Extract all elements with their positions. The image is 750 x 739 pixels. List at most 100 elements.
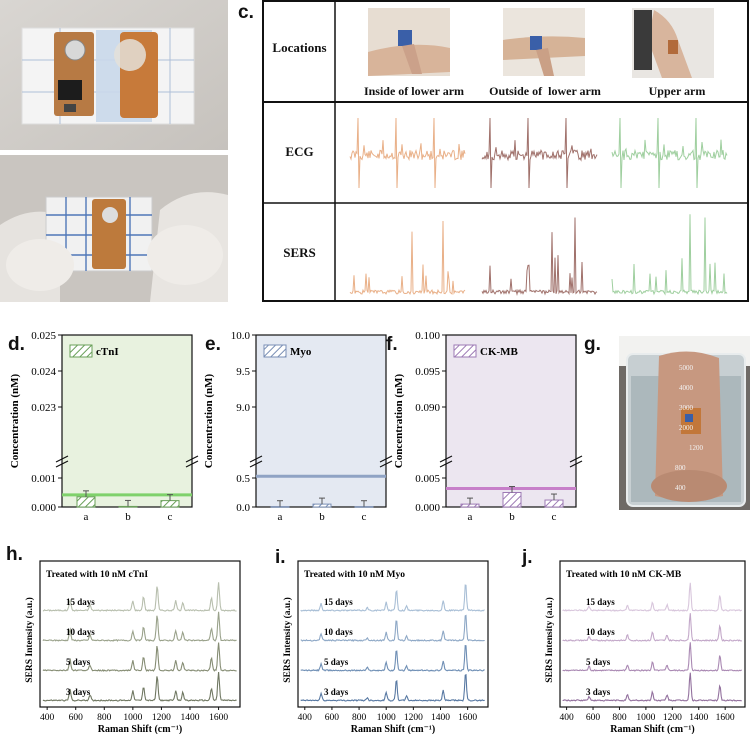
location-label-upper: Upper arm — [648, 84, 706, 98]
spectrum-line — [562, 613, 743, 642]
day-label: 5 days — [324, 657, 349, 667]
x-tick-label: 800 — [352, 713, 367, 723]
day-label: 10 days — [66, 627, 95, 637]
bar — [160, 500, 180, 508]
y-tick-label: 9.0 — [236, 402, 250, 414]
ecg-trace — [481, 117, 598, 189]
x-category-label: c — [362, 511, 367, 523]
panel-label-c: c. — [238, 2, 254, 23]
y-tick-label: 0.5 — [236, 473, 250, 485]
sers-trace — [611, 214, 728, 296]
day-label: 10 days — [324, 627, 353, 637]
beaker-volume-mark: 400 — [675, 484, 686, 492]
x-tick-label: 1200 — [152, 713, 171, 723]
photo-sensor-device — [0, 0, 228, 150]
beaker-volume-mark: 1200 — [689, 444, 704, 452]
day-label: 3 days — [66, 687, 91, 697]
x-axis-label: Raman Shift (cm⁻¹) — [98, 724, 182, 734]
day-label: 10 days — [586, 627, 615, 637]
y-axis-label: SERS Intensity (a.u.) — [544, 597, 555, 683]
panel-label-i: i. — [275, 547, 286, 568]
spectrum-line — [42, 672, 237, 702]
x-category-label: a — [84, 511, 89, 523]
x-category-label: a — [468, 511, 473, 523]
beaker-volume-mark: 3000 — [679, 404, 694, 412]
legend-swatch — [453, 344, 477, 358]
day-label: 15 days — [324, 597, 353, 607]
y-tick-label: 0.000 — [415, 502, 440, 514]
y-tick-label: 0.0 — [236, 502, 250, 514]
y-tick-label: 0.095 — [415, 366, 440, 378]
x-tick-label: 400 — [40, 713, 55, 723]
spectrum-line — [562, 672, 742, 702]
x-tick-label: 800 — [97, 713, 112, 723]
beaker-volume-mark: 4000 — [679, 384, 694, 392]
photo-upper-arm — [632, 8, 714, 78]
spectrum-line — [300, 644, 485, 672]
ecg-trace — [611, 117, 728, 189]
x-tick-label: 400 — [298, 713, 313, 723]
panel-label-g: g. — [584, 334, 601, 355]
y-tick-label: 0.001 — [31, 473, 56, 485]
sers-chart-title: Treated with 10 nM cTnI — [46, 570, 148, 580]
beaker-volume-mark: 2000 — [679, 424, 694, 432]
ecg-trace — [349, 117, 466, 189]
bar — [544, 499, 564, 508]
row-header-ecg: ECG — [285, 144, 314, 159]
sers-chart-title: Treated with 10 nM CK-MB — [566, 570, 682, 580]
x-tick-label: 600 — [69, 713, 84, 723]
x-tick-label: 1200 — [663, 713, 682, 723]
spectrum-line — [42, 611, 237, 642]
beaker-volume-mark: 800 — [675, 464, 686, 472]
y-tick-label: 10.0 — [231, 330, 251, 342]
spectrum-line — [42, 582, 237, 612]
x-tick-label: 1000 — [377, 713, 396, 723]
panel-label-e: e. — [205, 334, 221, 355]
legend-label: Myo — [290, 346, 312, 358]
x-category-label: c — [552, 511, 557, 523]
panel-label-h: h. — [6, 544, 23, 565]
y-axis-label: Concentration (nM) — [203, 373, 215, 468]
y-axis-label: Concentration (nM) — [9, 373, 21, 468]
day-label: 3 days — [586, 687, 611, 697]
x-tick-label: 600 — [586, 713, 601, 723]
x-tick-label: 1000 — [636, 713, 655, 723]
bar — [270, 506, 290, 508]
bar — [502, 492, 522, 508]
panel-label-j: j. — [522, 547, 533, 568]
x-tick-label: 1200 — [404, 713, 423, 723]
y-tick-label: 0.090 — [415, 402, 440, 414]
y-tick-label: 0.024 — [31, 366, 56, 378]
day-label: 15 days — [66, 597, 95, 607]
y-tick-label: 0.025 — [31, 330, 56, 342]
legend-swatch — [263, 344, 287, 358]
row-header-locations: Locations — [272, 40, 327, 55]
x-tick-label: 1400 — [689, 713, 708, 723]
x-tick-label: 1600 — [209, 713, 228, 723]
y-axis-label: Concentration (nM) — [393, 373, 405, 468]
spectrum-line — [562, 582, 743, 612]
bar — [118, 505, 138, 508]
x-axis-label: Raman Shift (cm⁻¹) — [351, 724, 435, 734]
spectrum-line — [300, 584, 485, 612]
bar — [460, 503, 480, 508]
x-category-label: a — [278, 511, 283, 523]
x-axis-label: Raman Shift (cm⁻¹) — [610, 724, 694, 734]
x-tick-label: 1400 — [181, 713, 200, 723]
location-table: Locations ECG SERS Inside of lower arm O… — [262, 0, 750, 303]
y-tick-label: 0.000 — [31, 502, 56, 514]
legend-label: cTnI — [96, 346, 119, 358]
spectrum-line — [300, 614, 485, 642]
x-tick-label: 1600 — [458, 713, 477, 723]
photo-outside-lower-arm — [503, 8, 585, 76]
y-tick-label: 0.100 — [415, 330, 440, 342]
x-tick-label: 1400 — [431, 713, 450, 723]
day-label: 3 days — [324, 687, 349, 697]
panel-label-f: f. — [386, 334, 398, 355]
